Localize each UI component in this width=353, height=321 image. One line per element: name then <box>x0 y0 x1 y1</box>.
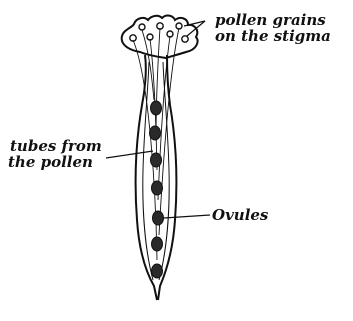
ovule <box>152 237 163 251</box>
pollen-tubes <box>133 28 179 260</box>
tubes-leader <box>106 151 153 158</box>
ovule <box>150 126 161 140</box>
ovules-leader <box>164 215 210 218</box>
ovule <box>151 101 162 115</box>
ovule <box>153 211 164 225</box>
tubes-label-line2: the pollen <box>8 154 93 170</box>
pistil-outline <box>136 55 177 300</box>
ovule <box>152 264 163 278</box>
pollen-grain <box>182 36 188 42</box>
ovule <box>151 153 162 167</box>
ovule <box>152 181 163 195</box>
pollen-tube <box>156 28 160 140</box>
pollen-label-line2: on the stigma <box>215 28 331 44</box>
pollen-tube <box>158 36 170 200</box>
pollen-grain <box>139 24 145 30</box>
ovules-label: Ovules <box>212 207 268 223</box>
tubes-label-line1: tubes from <box>10 138 102 154</box>
pollen-label-line1: pollen grains <box>215 12 326 28</box>
